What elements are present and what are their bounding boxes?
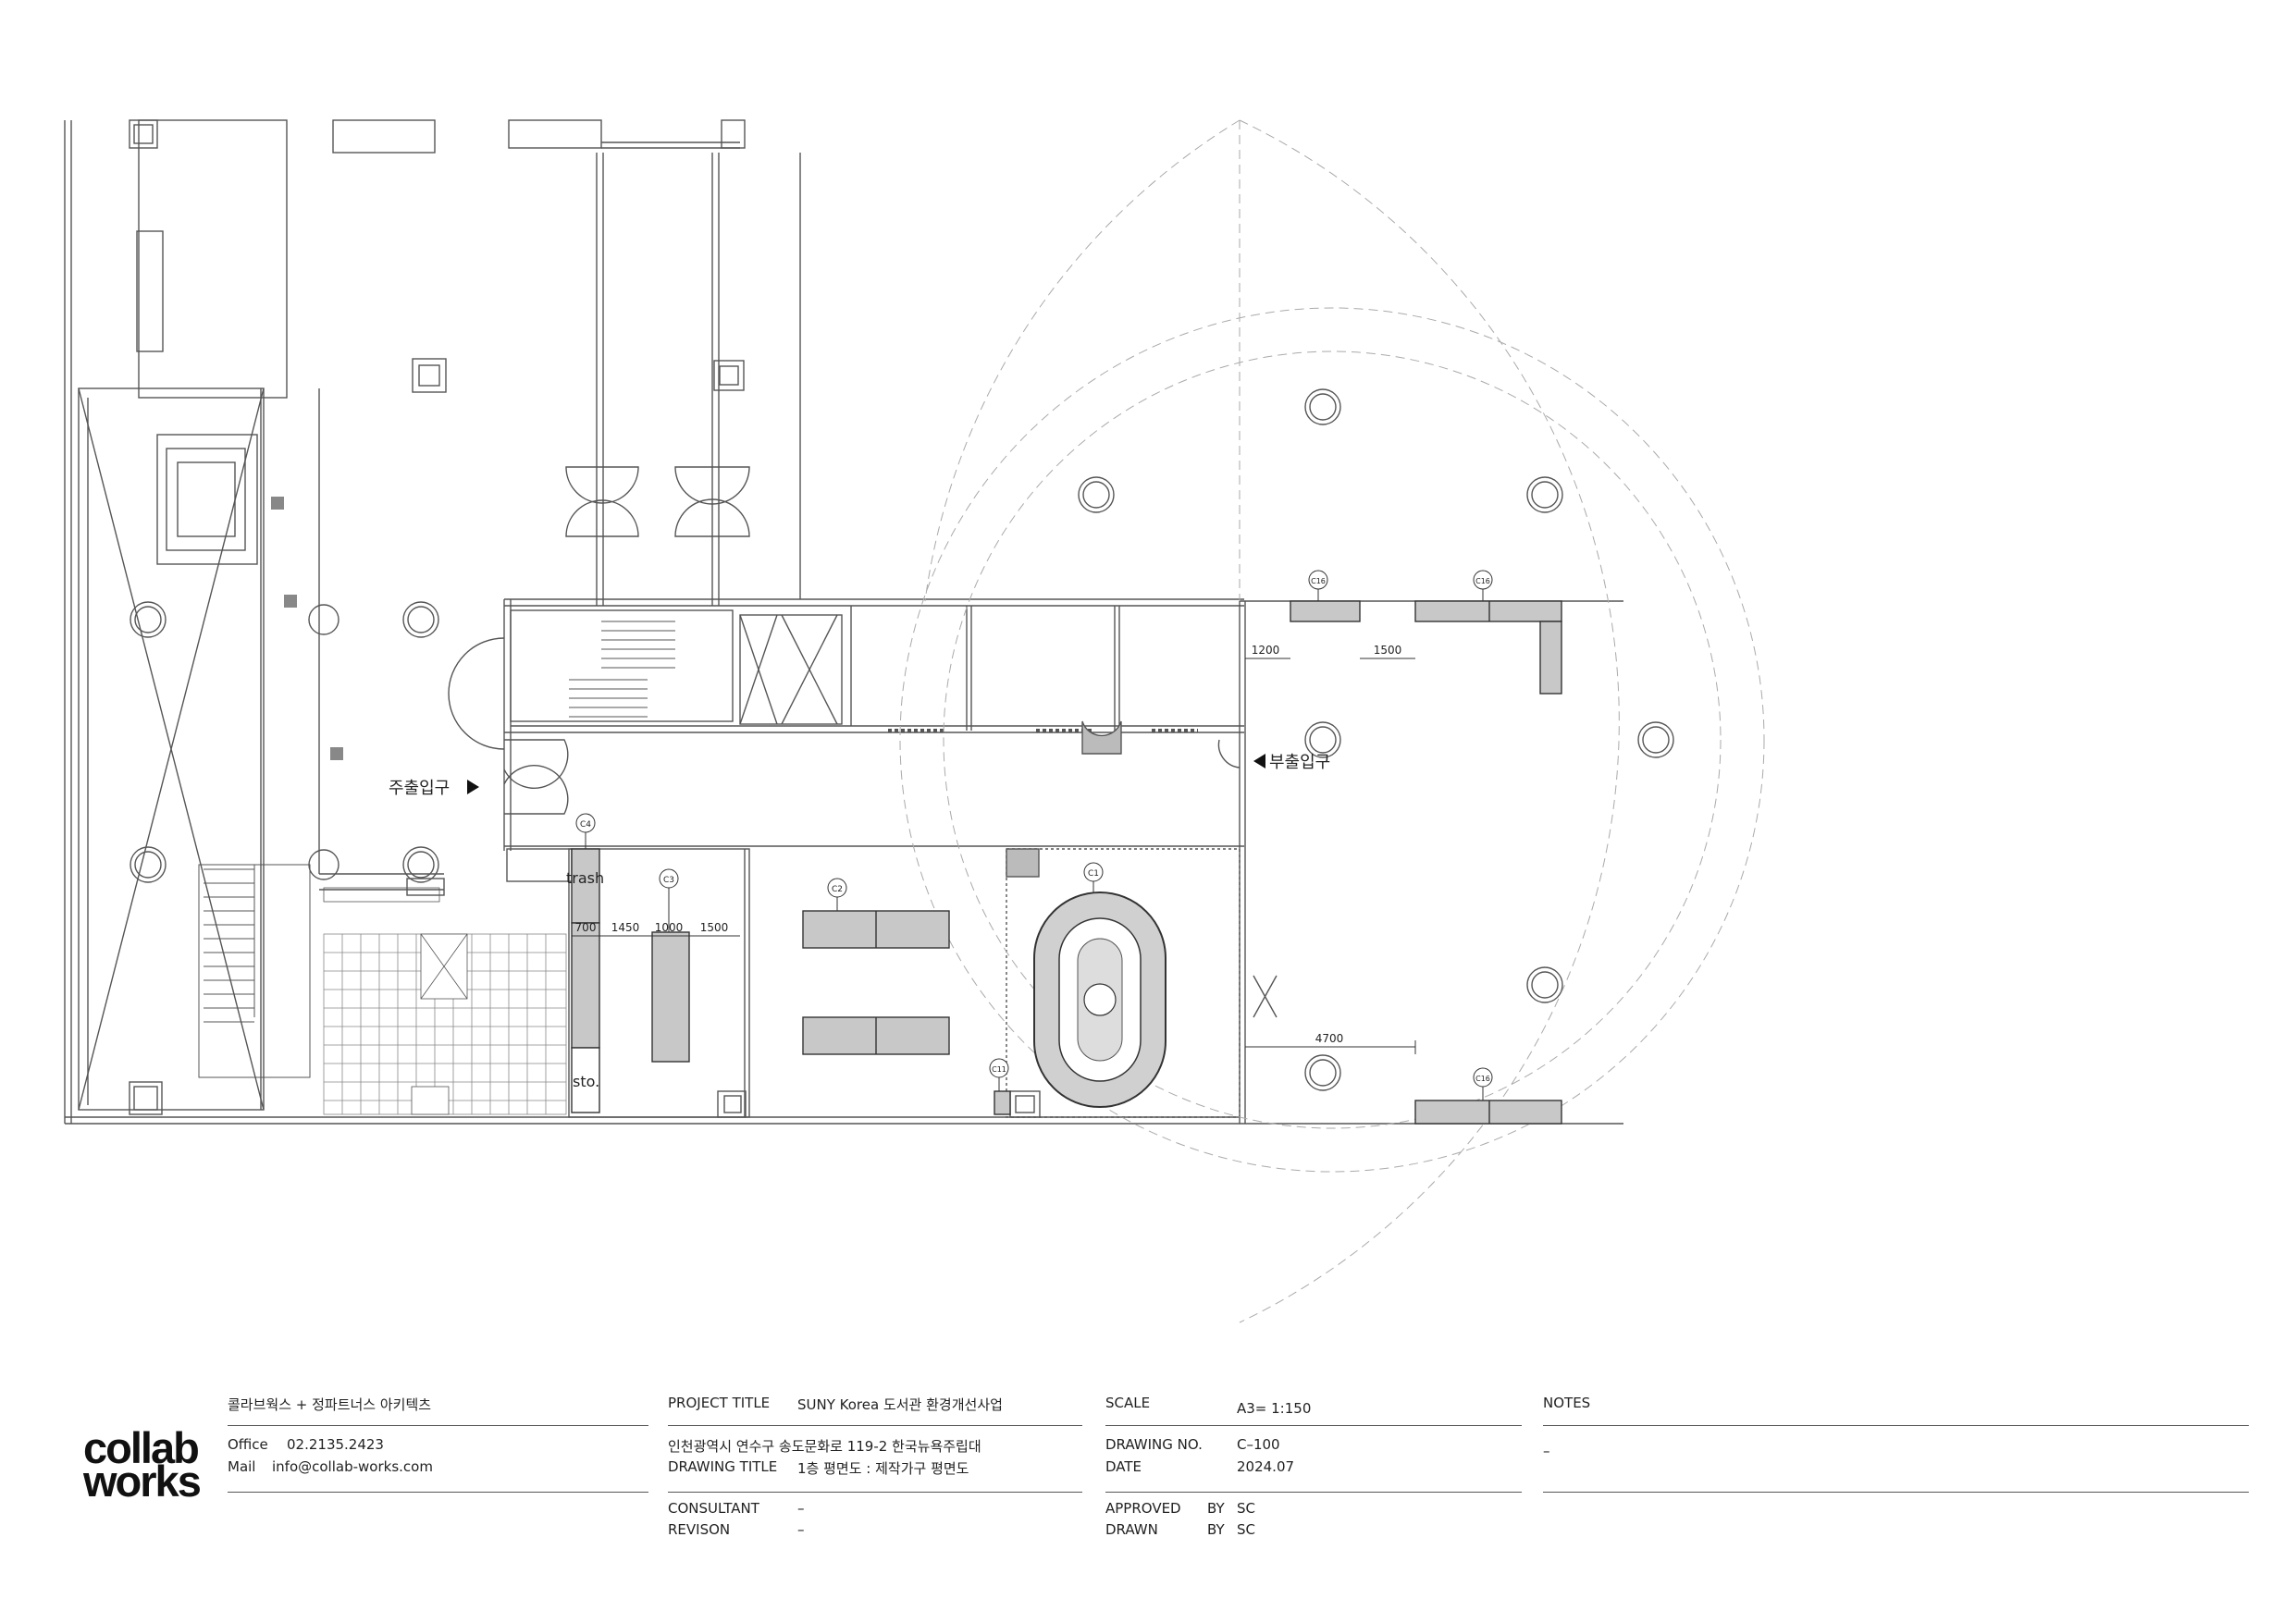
dim-1500-b: 1500 [1374, 644, 1402, 657]
office-phone: 02.2135.2423 [287, 1436, 384, 1453]
scale-value: A3= 1:150 [1237, 1400, 1312, 1417]
dim-1200: 1200 [1252, 644, 1280, 657]
divider [228, 1492, 648, 1493]
revision-value: – [797, 1521, 805, 1538]
dimension-lines [572, 658, 1416, 1054]
furniture-c3 [651, 931, 690, 1063]
divider [668, 1425, 1082, 1426]
divider [1543, 1492, 2249, 1493]
approved-label: APPROVED [1105, 1500, 1181, 1517]
stair-treads [198, 621, 675, 1078]
restroom [323, 887, 567, 1115]
furniture-c16-b [1414, 600, 1562, 622]
drawing-no-label: DRAWING NO. [1105, 1436, 1203, 1453]
tag-c1: C1 [1088, 869, 1099, 879]
furniture [571, 600, 1562, 1125]
left-wing [78, 119, 746, 1115]
approved-by: SC [1237, 1500, 1255, 1517]
divider [1543, 1425, 2249, 1426]
main-entrance-arrow [467, 780, 479, 794]
furniture-c11 [994, 1090, 1011, 1115]
exterior-walls [64, 120, 1623, 1125]
divider [1105, 1425, 1522, 1426]
divider [668, 1492, 1082, 1493]
dim-1000: 1000 [655, 921, 684, 934]
mail-address: info@collab-works.com [272, 1458, 433, 1475]
revision-label: REVISON [668, 1521, 731, 1538]
project-address: 인천광역시 연수구 송도문화로 119-2 한국뉴욕주립대 [668, 1438, 981, 1455]
columns [130, 388, 1674, 1091]
equipment-markers [271, 497, 343, 760]
tag-c4: C4 [580, 820, 591, 830]
corridor-walls [260, 153, 801, 1110]
corridor-doors [448, 466, 1241, 815]
floor-plan: C4 C3 C2 C1 C11 C16 C16 C16 700 1450 100… [64, 119, 1765, 1323]
main-room [504, 720, 1278, 1118]
date-label: DATE [1105, 1458, 1142, 1475]
furniture-c16-a [1290, 600, 1361, 622]
consultant-value: – [797, 1500, 805, 1517]
main-entrance-label: 주출입구 [389, 779, 450, 798]
dim-4700: 4700 [1315, 1032, 1344, 1045]
approved-by-label: BY [1207, 1500, 1225, 1517]
storage-label: sto. [573, 1073, 599, 1090]
furniture-c16-c [1414, 1100, 1562, 1125]
furniture-c4-counter [571, 922, 600, 1049]
drawn-by-label: BY [1207, 1521, 1225, 1538]
divider [228, 1425, 648, 1426]
tag-c11: C11 [992, 1065, 1006, 1074]
tag-c16-a: C16 [1311, 577, 1326, 585]
company-logo: collab works [83, 1423, 202, 1506]
furniture-c16-b-return [1539, 621, 1562, 695]
project-title: SUNY Korea 도서관 환경개선사업 [797, 1396, 1003, 1413]
dim-1450: 1450 [611, 921, 640, 934]
canopy-outline [899, 119, 1765, 1323]
drawing-title-label: DRAWING TITLE [668, 1458, 778, 1475]
side-entrance-label: 부출입구 [1269, 753, 1330, 772]
drawn-label: DRAWN [1105, 1521, 1158, 1538]
notes-value: – [1543, 1443, 1550, 1459]
side-entrance-arrow [1253, 754, 1265, 768]
drawing-no: C–100 [1237, 1436, 1280, 1453]
drawing-title: 1층 평면도 : 제작가구 평면도 [797, 1460, 969, 1477]
firm-name: 콜라브웍스 + 정파트너스 아키텍츠 [228, 1396, 432, 1413]
furniture-tag-markers [575, 570, 1493, 1100]
drawn-by: SC [1237, 1521, 1255, 1538]
tag-c16-b: C16 [1475, 577, 1490, 585]
scale-label: SCALE [1105, 1395, 1151, 1411]
tag-c16-c: C16 [1475, 1075, 1490, 1083]
tag-c2: C2 [832, 885, 843, 894]
stair-core [510, 606, 1198, 732]
divider [1105, 1492, 1522, 1493]
consultant-label: CONSULTANT [668, 1500, 759, 1517]
project-title-label: PROJECT TITLE [668, 1395, 771, 1411]
furniture-c4-storage [571, 1047, 600, 1113]
office-label: Office [228, 1436, 268, 1453]
trash-label: trash [566, 869, 604, 887]
dim-1500-a: 1500 [700, 921, 729, 934]
notes-label: NOTES [1543, 1395, 1591, 1411]
date-value: 2024.07 [1237, 1458, 1295, 1475]
furniture-c1-oval-desk [1033, 891, 1167, 1108]
mail-label: Mail [228, 1458, 256, 1475]
tag-c3: C3 [663, 876, 674, 885]
dim-700: 700 [575, 921, 597, 934]
